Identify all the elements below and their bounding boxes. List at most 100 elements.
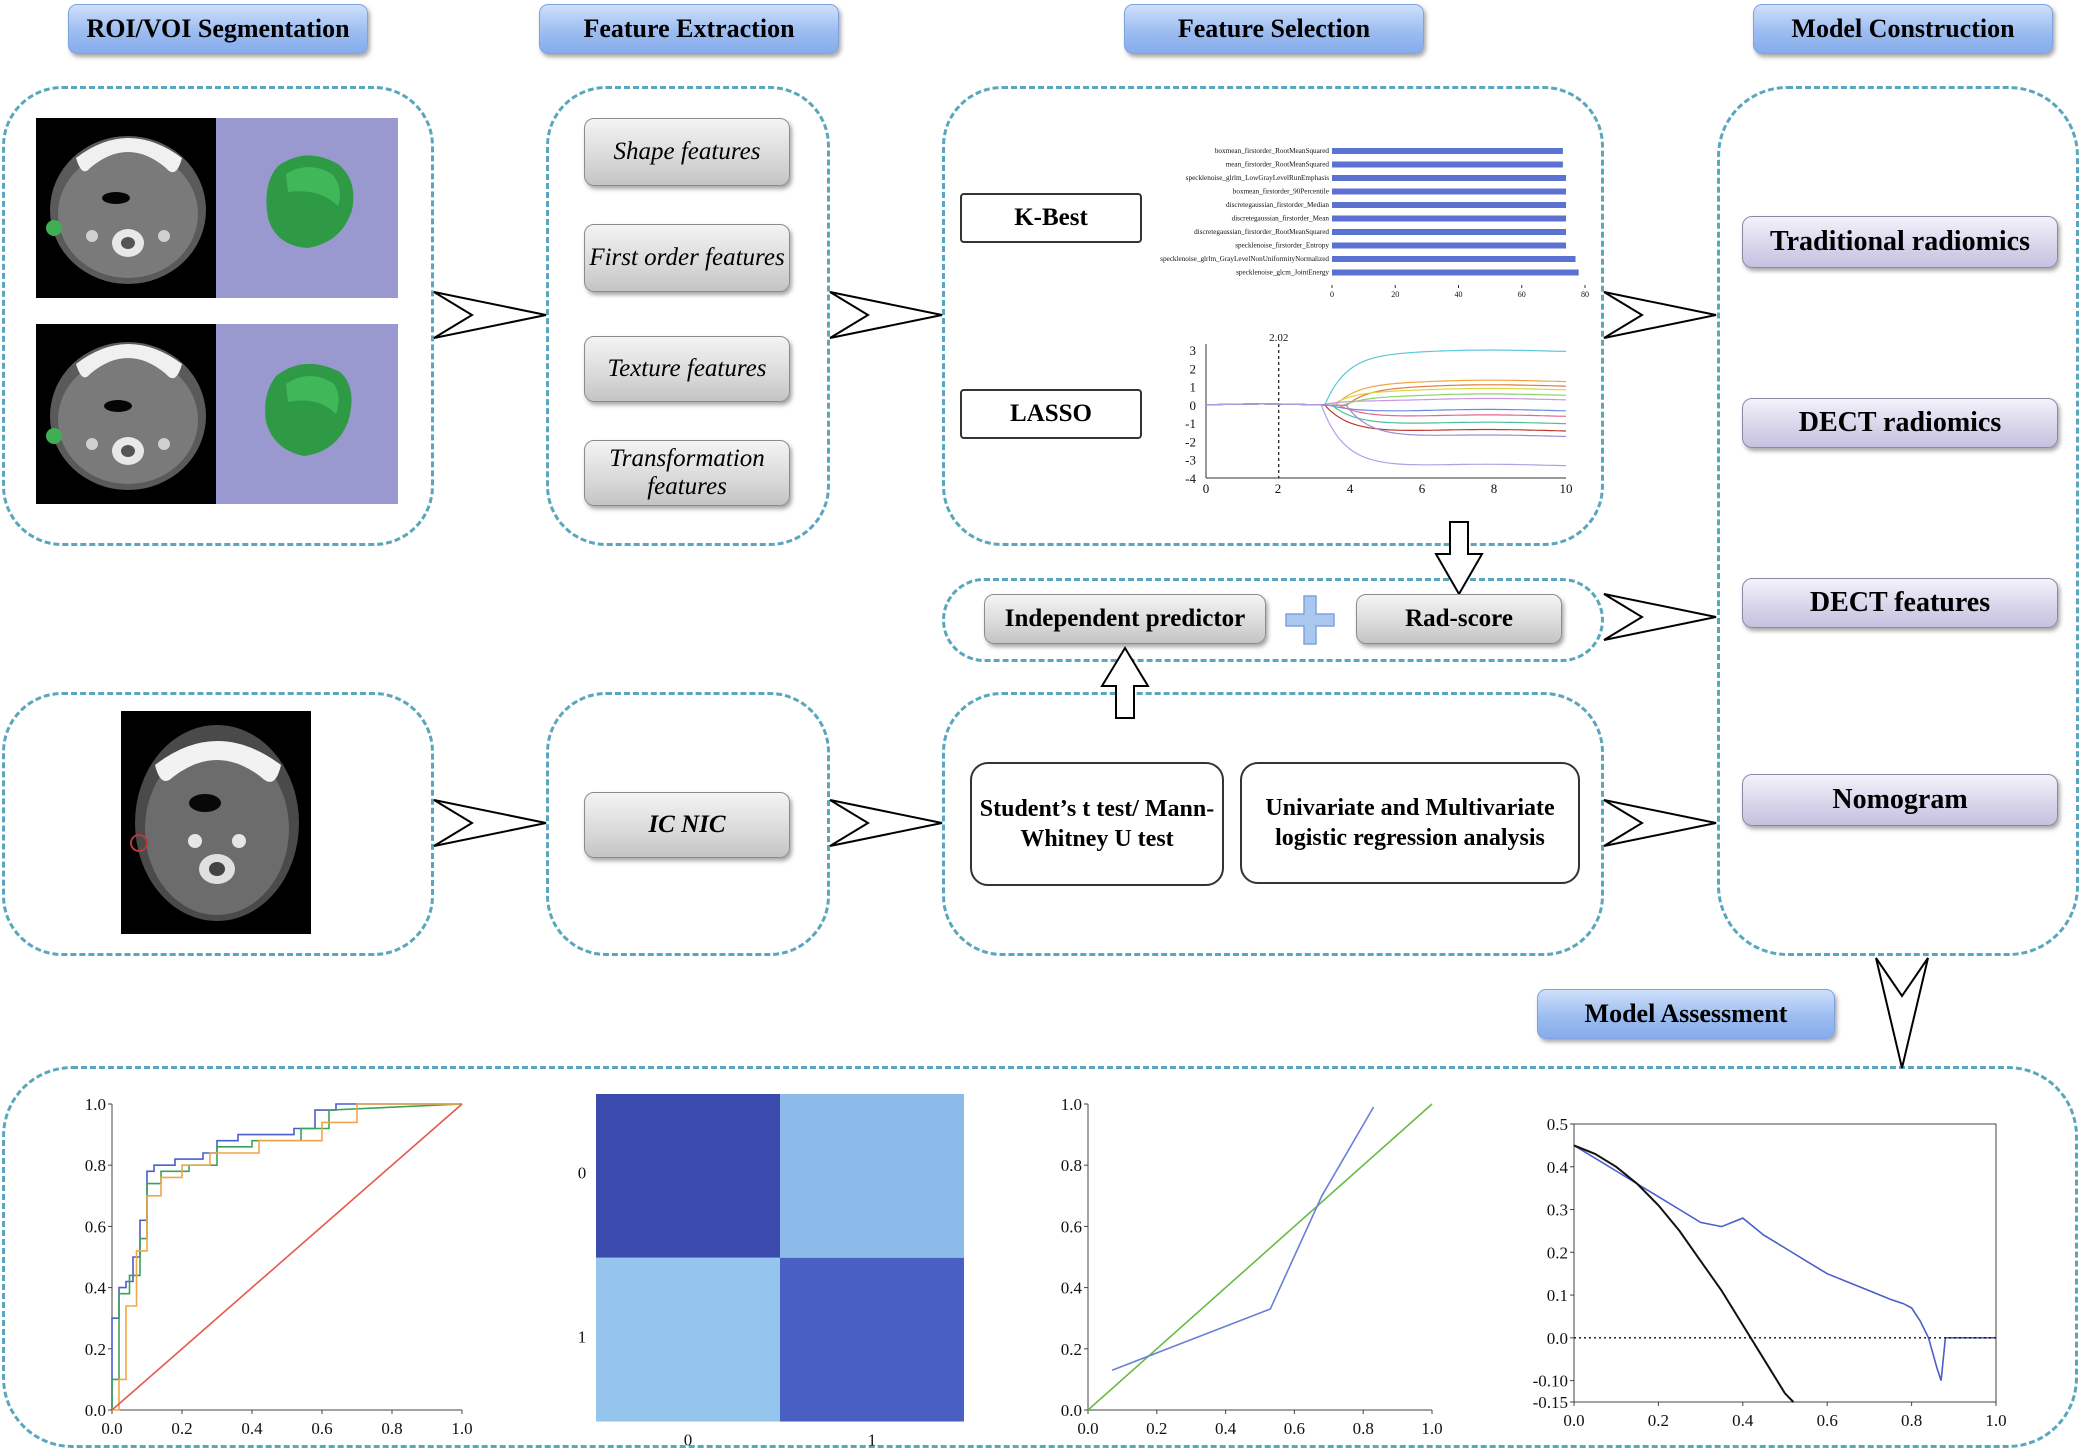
arrow-right-icon <box>1603 291 1717 339</box>
series-line <box>111 1103 463 1410</box>
kbest-box: K-Best <box>960 193 1142 243</box>
y-tick-label: 0.2 <box>1547 1243 1568 1262</box>
x-tick-label: 0.4 <box>1732 1411 1754 1430</box>
lasso-y-tick-label: 2 <box>1190 361 1197 376</box>
heatmap-x-label: 0 <box>684 1431 693 1450</box>
lasso-path-line <box>1205 403 1566 438</box>
x-tick-label: 0.8 <box>1353 1419 1374 1438</box>
heatmap-x-label: 1 <box>868 1431 877 1450</box>
y-tick-label: 0.8 <box>85 1156 106 1175</box>
kbest-tick-label: 20 <box>1391 290 1399 299</box>
lasso-box: LASSO <box>960 389 1142 439</box>
y-tick-label: 0.0 <box>85 1401 106 1420</box>
lasso-x-tick-label: 10 <box>1560 481 1573 496</box>
series-line <box>1573 1144 1996 1381</box>
dect-features-button[interactable]: DECT features <box>1742 578 2058 628</box>
shape-features-button[interactable]: Shape features <box>584 118 790 186</box>
arrow-right-icon <box>433 291 547 339</box>
y-tick-label: 1.0 <box>85 1095 106 1114</box>
kbest-tick-label: 60 <box>1518 290 1526 299</box>
y-tick-label: 0.4 <box>1061 1279 1083 1298</box>
x-tick-label: 0.6 <box>1284 1419 1305 1438</box>
segmentation-panel <box>2 86 434 546</box>
lasso-y-tick-label: -2 <box>1185 434 1196 449</box>
series-line <box>1087 1103 1433 1411</box>
y-tick-label: 0.2 <box>1061 1340 1082 1359</box>
series-line <box>112 1103 462 1411</box>
texture-features-button[interactable]: Texture features <box>584 336 790 402</box>
kbest-bar <box>1332 256 1576 262</box>
x-tick-label: 0.0 <box>1077 1419 1098 1438</box>
assessment-panel <box>2 1066 2078 1448</box>
header-extraction: Feature Extraction <box>539 4 839 54</box>
kbest-tick-label: 40 <box>1455 290 1463 299</box>
arrow-down-icon <box>1434 521 1484 597</box>
kbest-bar <box>1332 242 1567 249</box>
x-tick-label: 0.4 <box>1215 1419 1237 1438</box>
arrow-right-icon <box>433 799 547 847</box>
heatmap-cell <box>780 1094 964 1258</box>
x-tick-label: 0.8 <box>381 1419 402 1438</box>
series-line <box>1111 1106 1375 1371</box>
x-tick-label: 0.0 <box>1563 1411 1584 1430</box>
lasso-vline-label: 2.02 <box>1269 332 1288 344</box>
y-tick-label: 0.0 <box>1547 1329 1568 1348</box>
plot-frame <box>1573 1123 1997 1403</box>
y-tick-label: -0.15 <box>1533 1393 1568 1412</box>
kbest-category-label: specklenoise_firstorder_Entropy <box>1235 242 1329 250</box>
heatmap-y-label: 0 <box>578 1164 587 1183</box>
transformation-features-button[interactable]: Transformation features <box>584 440 790 506</box>
kbest-bar-chart: boxmean_firstorder_RootMeanSquaredmean_f… <box>1160 147 1589 299</box>
arrow-up-icon <box>1100 646 1150 719</box>
kbest-category-label: specklenoise_glcm_JointEnergy <box>1236 269 1329 277</box>
dect-radiomics-button[interactable]: DECT radiomics <box>1742 398 2058 448</box>
independent-predictor-button[interactable]: Independent predictor <box>984 594 1266 644</box>
regression-box: Univariate and Multivariate logistic reg… <box>1240 762 1580 884</box>
x-tick-label: 0.2 <box>1648 1411 1669 1430</box>
kbest-category-label: discretegaussian_firstorder_Mean <box>1232 215 1330 223</box>
lasso-path-line <box>1205 403 1567 467</box>
nomogram-button[interactable]: Nomogram <box>1742 774 2058 826</box>
rad-score-button[interactable]: Rad-score <box>1356 594 1562 644</box>
header-segmentation: ROI/VOI Segmentation <box>68 4 368 54</box>
segmented-voi-render-1 <box>216 118 398 298</box>
y-tick-label: 0.0 <box>1061 1401 1082 1420</box>
lasso-y-tick-label: 1 <box>1190 380 1197 395</box>
x-tick-label: 0.2 <box>1146 1419 1167 1438</box>
lasso-y-tick-label: -1 <box>1185 416 1196 431</box>
kbest-category-label: boxmean_firstorder_90Percentile <box>1233 188 1329 196</box>
kbest-category-label: discretegaussian_firstorder_RootMeanSqua… <box>1194 228 1329 236</box>
y-tick-label: 0.3 <box>1547 1201 1568 1220</box>
kbest-category-label: boxmean_firstorder_RootMeanSquared <box>1215 147 1330 155</box>
x-tick-label: 0.0 <box>101 1419 122 1438</box>
first-order-features-button[interactable]: First order features <box>584 224 790 292</box>
series-line <box>1573 1144 1795 1403</box>
kbest-bar <box>1332 175 1567 181</box>
lasso-x-tick-label: 4 <box>1347 481 1354 496</box>
heatmap-cell <box>780 1257 964 1422</box>
y-tick-label: 0.6 <box>1061 1217 1082 1236</box>
kbest-tick-label: 0 <box>1330 290 1334 299</box>
plus-icon <box>1285 595 1335 645</box>
x-tick-label: 1.0 <box>1421 1419 1442 1438</box>
heatmap-cell <box>596 1094 780 1258</box>
lasso-path-line <box>1205 403 1566 425</box>
y-tick-label: 0.1 <box>1547 1286 1568 1305</box>
kbest-bar <box>1332 188 1567 195</box>
series-line <box>111 1103 463 1411</box>
kbest-bar <box>1332 229 1567 235</box>
y-tick-label: 0.8 <box>1061 1156 1082 1175</box>
kbest-category-label: specklenoise_glrlm_GrayLevelNonUniformit… <box>1160 255 1329 263</box>
traditional-radiomics-button[interactable]: Traditional radiomics <box>1742 216 2058 268</box>
lasso-y-tick-label: 0 <box>1190 398 1197 413</box>
ic-nic-button[interactable]: IC NIC <box>584 792 790 858</box>
lasso-x-tick-label: 2 <box>1275 481 1282 496</box>
y-tick-label: 0.4 <box>1547 1158 1569 1177</box>
kbest-bar <box>1332 148 1563 154</box>
ic-nic-panel <box>546 692 830 956</box>
header-construction: Model Construction <box>1753 4 2053 54</box>
heatmap-cell <box>596 1257 780 1422</box>
